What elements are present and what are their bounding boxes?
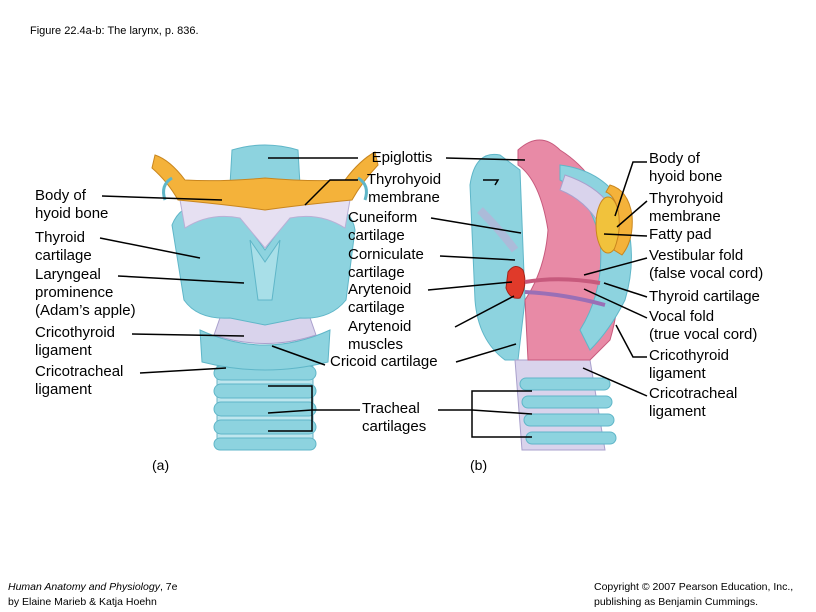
hyoid-bone-anterior: [151, 151, 379, 211]
hyoid-bone-sagittal: [605, 184, 633, 256]
label-laryngeal-prominence: Laryngeal prominence (Adam’s apple): [35, 266, 136, 319]
panel-label-a: (a): [152, 457, 170, 473]
label-arytenoid-muscles: Arytenoid muscles: [348, 318, 412, 353]
leader-lines: [99, 157, 648, 438]
panel-label-b: (b): [470, 457, 488, 473]
label-thyroid-cartilage-left: Thyroid cartilage: [35, 229, 92, 264]
label-cuneiform-cartilage: Cuneiform cartilage: [348, 209, 418, 244]
label-arytenoid-cartilage: Arytenoid cartilage: [348, 281, 412, 316]
label-cricothyroid-ligament-left: Cricothyroid ligament: [35, 324, 116, 359]
label-cricoid-cartilage: Cricoid cartilage: [330, 353, 438, 370]
copyright-notice: Copyright © 2007 Pearson Education, Inc.…: [594, 581, 794, 608]
label-thyroid-cartilage-right: Thyroid cartilage: [649, 288, 760, 305]
sagittal-larynx-view: [469, 139, 633, 451]
label-thyrohyoid-membrane-center: Thyrohyoid membrane: [366, 171, 442, 206]
label-vocal-fold: Vocal fold (true vocal cord): [649, 308, 758, 343]
credit-left: Human Anatomy and Physiology, 7e by Elai…: [8, 580, 177, 610]
label-tracheal-cartilages: Tracheal cartilages: [362, 400, 427, 435]
laryngeal-prominence: [249, 239, 281, 301]
vocal-fold: [524, 290, 606, 307]
book-authors: by Elaine Marieb & Katja Hoehn: [8, 596, 157, 608]
label-cricotracheal-ligament-left: Cricotracheal ligament: [35, 363, 124, 398]
label-fatty-pad: Fatty pad: [649, 226, 712, 243]
label-body-of-hyoid-bone-right: Body of hyoid bone: [649, 150, 723, 185]
label-epiglottis: Epiglottis: [371, 149, 433, 166]
trachea-anterior: [213, 359, 317, 451]
book-title: Human Anatomy and Physiology: [8, 581, 160, 593]
label-vestibular-fold: Vestibular fold (false vocal cord): [649, 247, 764, 282]
arytenoid-cartilage: [505, 266, 526, 299]
label-body-of-hyoid-bone-left: Body of hyoid bone: [35, 187, 109, 222]
book-edition: , 7e: [159, 581, 178, 593]
vestibular-fold: [524, 277, 601, 285]
label-cricotracheal-ligament-right: Cricotracheal ligament: [649, 385, 738, 420]
trachea-sagittal: [514, 359, 617, 451]
epiglottis-anterior: [229, 144, 301, 186]
label-cricothyroid-ligament-right: Cricothyroid ligament: [649, 347, 730, 382]
cricoid-cartilage-anterior: [199, 329, 331, 371]
anterior-larynx-view: [151, 144, 379, 451]
label-corniculate-cartilage: Corniculate cartilage: [348, 246, 424, 281]
cricoid-cartilage-sagittal: [469, 153, 526, 361]
figure-title: Figure 22.4a-b: The larynx, p. 836.: [30, 25, 199, 37]
label-thyrohyoid-membrane-right: Thyrohyoid membrane: [649, 190, 724, 225]
